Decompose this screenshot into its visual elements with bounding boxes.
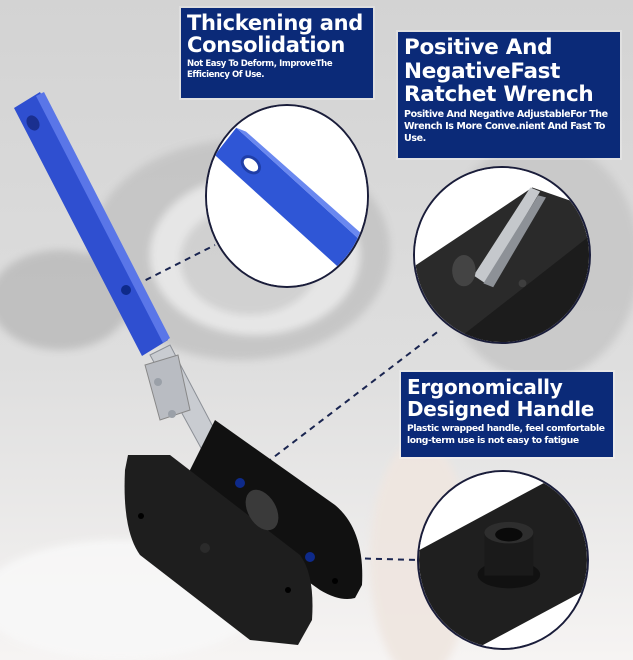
callout-thickening: Thickening and Consolidation Not Easy To… [181,8,373,98]
title-line: NegativeFast [404,58,561,84]
inset-ratchet-closeup [413,166,591,344]
callout-title: Ergonomically Designed Handle [407,376,607,420]
desc-line: Plastic wrapped handle, feel comfortable [407,423,605,434]
desc-line: Positive And Negative AdjustableFor The [404,108,608,120]
callout-ratchet-wrench: Positive And NegativeFast Ratchet Wrench… [398,32,620,158]
callout-title: Thickening and Consolidation [187,12,367,56]
desc-line: long-term use is not easy to fatigue [407,434,579,446]
inset-socket-closeup [417,470,589,650]
title-line: Positive And [404,35,553,60]
title-line: Ratchet Wrench [404,82,594,108]
callout-description: Not Easy To Deform, ImproveThe Efficienc… [187,59,367,80]
title-line: Ergonomically [407,375,563,399]
desc-line: Wrench Is More Conve.nient And Fast To [404,120,606,132]
callout-title: Positive And NegativeFast Ratchet Wrench [404,36,614,107]
desc-line: Use. [404,132,426,144]
desc-line: Not Easy To Deform, ImproveThe [187,59,333,70]
title-line: Designed Handle [407,397,595,421]
callout-description: Positive And Negative AdjustableFor The … [404,109,614,145]
desc-line: Efficiency Of Use. [187,69,265,80]
title-line: Thickening and [187,11,363,35]
callout-ergonomic-handle: Ergonomically Designed Handle Plastic wr… [401,372,613,457]
inset-handle-closeup [205,104,369,288]
title-line: Consolidation [187,33,346,58]
ratchet-closeup-image [415,168,589,342]
socket-closeup-image [419,472,587,648]
callout-description: Plastic wrapped handle, feel comfortable… [407,423,607,446]
handle-closeup-image [207,106,367,286]
